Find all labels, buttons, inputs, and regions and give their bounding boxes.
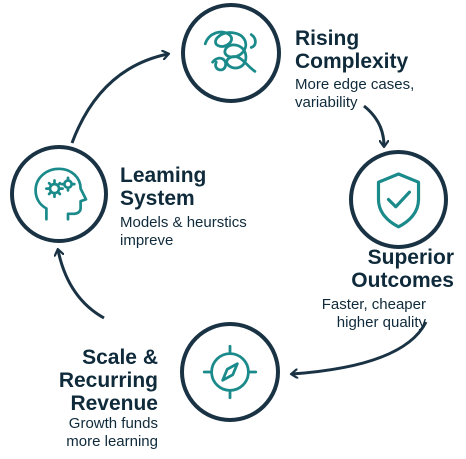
step-title-rising-complexity: Rising Complexity bbox=[295, 27, 409, 73]
node-rising-complexity bbox=[181, 3, 281, 103]
arrow-outcomes-to-scale bbox=[292, 321, 428, 374]
step-desc-rising-complexity: More edge cases, variability bbox=[295, 76, 415, 111]
head-gears-icon bbox=[34, 167, 88, 221]
arrow-learning-to-complexity bbox=[70, 54, 168, 144]
step-title-scale-recurring-revenue: Scale & Recurring Revenue bbox=[58, 346, 158, 415]
arrow-complexity-to-outcomes bbox=[363, 104, 384, 146]
node-scale-recurring-revenue bbox=[180, 322, 280, 422]
step-title-learning-system: Leaming System bbox=[120, 164, 207, 210]
shield-check-icon bbox=[376, 172, 421, 229]
node-superior-outcomes bbox=[349, 150, 448, 249]
arrow-scale-to-learning bbox=[58, 250, 105, 320]
compass-icon bbox=[202, 344, 258, 400]
step-desc-scale-recurring-revenue: Growth funds more learning bbox=[66, 415, 158, 450]
step-desc-learning-system: Models & heurstics impreve bbox=[120, 214, 247, 249]
step-title-superior-outcomes: Superior Outcomes bbox=[351, 246, 454, 292]
step-desc-superior-outcomes: Faster, cheaper higher quality bbox=[321, 296, 426, 331]
node-learning-system bbox=[10, 145, 108, 243]
tangle-icon bbox=[203, 30, 257, 73]
